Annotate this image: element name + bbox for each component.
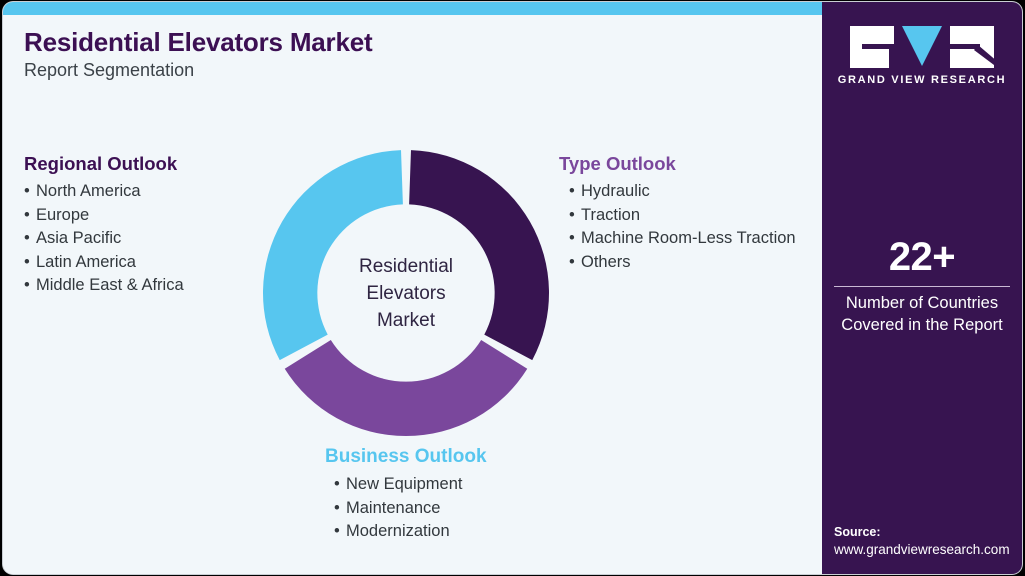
donut-segment-group [262,150,549,437]
bullet-icon: • [334,498,340,517]
countries-stat-label-line-2: Covered in the Report [841,316,1003,334]
list-item: • Others [559,251,796,275]
business-outlook-title: Business Outlook [325,446,487,467]
list-item-label: Modernization [346,522,450,540]
page-subtitle: Report Segmentation [24,60,195,80]
type-outlook-list: • Hydraulic • Traction • Machine Room-Less … [559,180,796,274]
list-item-label: Asia Pacific [36,229,122,247]
bullet-icon: • [569,205,575,224]
list-item-label: Maintenance [346,498,441,517]
donut-segment-regional-outlook [409,150,549,361]
source-block: Source: www.grandviewresearch.com [834,524,1022,559]
bullet-icon: • [24,182,30,200]
sidebar-panel: GRAND VIEW RESEARCH 22+ Number of Countr… [822,2,1022,574]
list-item: • Maintenance [325,497,487,521]
list-item-label: Latin America [36,252,136,271]
list-item: • Machine Room-Less Traction [559,227,796,251]
list-item: • North America [24,180,184,204]
countries-stat-label-line-1: Number of Countries [845,294,999,312]
bullet-icon: • [334,522,340,540]
list-item: • Modernization [325,520,487,544]
main-panel: Residential Elevators Market Report Segm… [3,2,822,574]
business-outlook-block: Business Outlook • New Equipment • Mainten… [325,446,487,544]
business-outlook-list: • New Equipment • Maintenance • Modernizati… [325,473,487,544]
regional-outlook-title: Regional Outlook [24,153,178,174]
list-item-label: Machine Room-Less Traction [581,229,796,247]
list-item: • Latin America [24,251,184,275]
list-item-label: Others [581,252,631,271]
countries-stat-value: 22+ [888,235,956,279]
source-url[interactable]: www.grandviewresearch.com [834,542,1010,557]
list-item: • Asia Pacific [24,227,184,251]
list-item: • Europe [24,204,184,228]
list-item-label: North America [36,182,141,200]
type-outlook-title: Type Outlook [559,153,676,174]
brand-logo: GRAND VIEW RESEARCH [822,26,1022,86]
list-item: • New Equipment [325,473,487,497]
stat-divider [834,286,1010,287]
bullet-icon: • [24,276,30,294]
donut-svg [262,150,549,437]
bullet-icon: • [569,182,575,200]
brand-logo-wordmark: GRAND VIEW RESEARCH [837,74,1007,86]
regional-outlook-block: Regional Outlook • North America • Europe … [24,153,184,298]
bullet-icon: • [569,229,575,247]
infographic-card: Residential Elevators Market Report Segm… [3,2,1022,574]
type-outlook-block: Type Outlook • Hydraulic • Traction • Machi… [559,153,796,274]
list-item-label: Middle East & Africa [36,276,184,294]
segmentation-donut-chart: Residential Elevators Market [261,148,551,438]
list-item-label: Hydraulic [581,182,650,200]
bullet-icon: • [569,252,575,271]
bullet-icon: • [24,205,30,224]
top-accent-bar [3,2,822,15]
donut-segment-type-outlook [284,339,528,437]
list-item: • Hydraulic [559,180,796,204]
list-item-label: New Equipment [346,475,463,493]
page-title: Residential Elevators Market [24,27,373,57]
list-item: • Traction [559,204,796,228]
list-item-label: Traction [581,205,640,224]
gvr-logo-icon [850,26,994,68]
source-label: Source: [834,525,881,539]
regional-outlook-list: • North America • Europe • Asia Pacific • La… [24,180,184,298]
list-item-label: Europe [36,205,90,224]
bullet-icon: • [24,252,30,271]
list-item: • Middle East & Africa [24,274,184,298]
countries-stat: 22+ Number of Countries Covered in the R… [834,234,1010,336]
bullet-icon: • [334,475,340,493]
bullet-icon: • [24,229,30,247]
donut-segment-business-outlook [262,150,403,361]
